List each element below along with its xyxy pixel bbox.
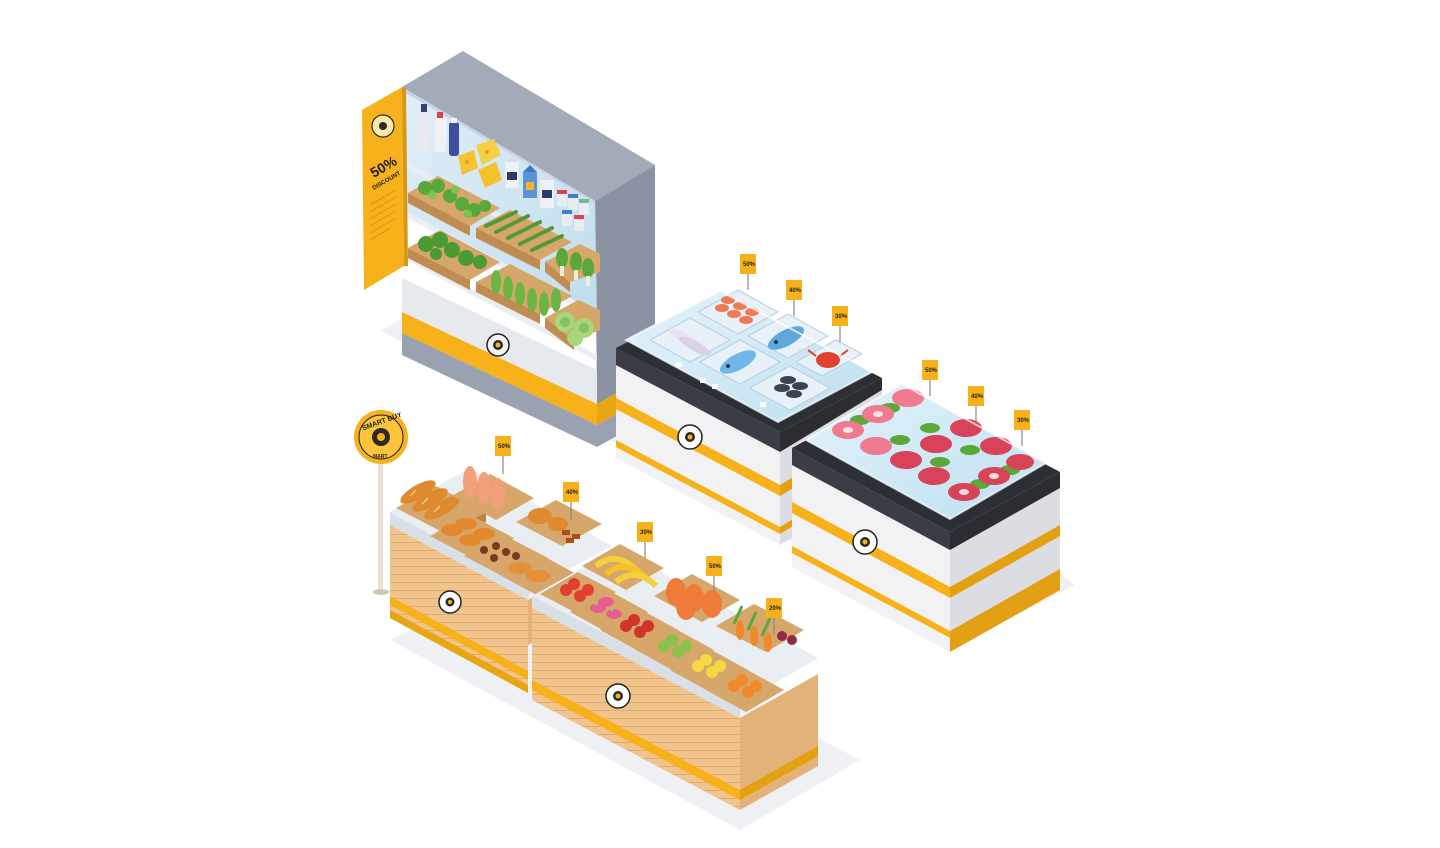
produce-price-tags: 50% 20% bbox=[706, 556, 782, 634]
bakery-crates bbox=[396, 466, 602, 598]
meat-freezer-logo bbox=[852, 529, 878, 555]
meat-items bbox=[832, 389, 1034, 501]
produce-tag-1-text: 50% bbox=[709, 564, 722, 570]
meat-tag-3-text: 30% bbox=[1017, 418, 1030, 424]
store-sign: SMART BUY MART bbox=[354, 410, 408, 595]
meat-tag-2-text: 40% bbox=[971, 394, 984, 400]
bakery-tag-2 bbox=[563, 482, 579, 502]
seafood-price-tags: 50% 40% 30% bbox=[740, 254, 848, 342]
dairy-products bbox=[418, 104, 589, 231]
meat-tag-1-text: 50% bbox=[925, 368, 938, 374]
bakery-tag-2-text: 40% bbox=[566, 490, 579, 496]
vegetable-crates-middle bbox=[408, 176, 600, 292]
seafood-freezer-logo bbox=[677, 424, 703, 450]
seafood-tag-2-text: 40% bbox=[789, 288, 802, 294]
bakery-price-tags: 50% 40% 30% bbox=[495, 436, 653, 560]
seafood-tag-2 bbox=[786, 280, 802, 300]
produce-tag-2 bbox=[766, 598, 782, 618]
meat-tag-1 bbox=[922, 360, 938, 380]
promo-banner-door: 50% DISCOUNT bbox=[362, 87, 408, 290]
meat-price-tags: 50% 40% 30% bbox=[922, 360, 1030, 446]
seafood-items bbox=[648, 289, 864, 411]
seafood-tag-1-text: 50% bbox=[743, 262, 756, 268]
fridge-roof bbox=[402, 51, 655, 201]
meat-tag-3 bbox=[1014, 410, 1030, 430]
produce-logo bbox=[605, 683, 631, 709]
bakery-logo bbox=[438, 590, 462, 614]
seafood-tag-1 bbox=[740, 254, 756, 274]
seafood-tag-3 bbox=[832, 306, 848, 326]
bakery-tag-1-text: 50% bbox=[498, 444, 511, 450]
seafood-tag-3-text: 30% bbox=[835, 314, 848, 320]
bakery-tag-1 bbox=[495, 436, 511, 456]
produce-display-table: 50% 20% bbox=[532, 544, 818, 810]
meat-tag-2 bbox=[968, 386, 984, 406]
bakery-tag-3 bbox=[637, 522, 653, 542]
produce-tag-1 bbox=[706, 556, 722, 576]
produce-tag-2-text: 20% bbox=[769, 606, 782, 612]
refrigerator-shelf-unit: 50% DISCOUNT bbox=[362, 51, 655, 447]
produce-crates bbox=[540, 544, 804, 712]
bakery-tag-3-text: 30% bbox=[640, 530, 653, 536]
fridge-logo bbox=[486, 333, 510, 357]
meat-freezer: 50% 40% 30% bbox=[792, 360, 1060, 652]
vegetable-crates-bottom bbox=[408, 230, 600, 350]
store-sign-sub: MART bbox=[373, 454, 387, 460]
